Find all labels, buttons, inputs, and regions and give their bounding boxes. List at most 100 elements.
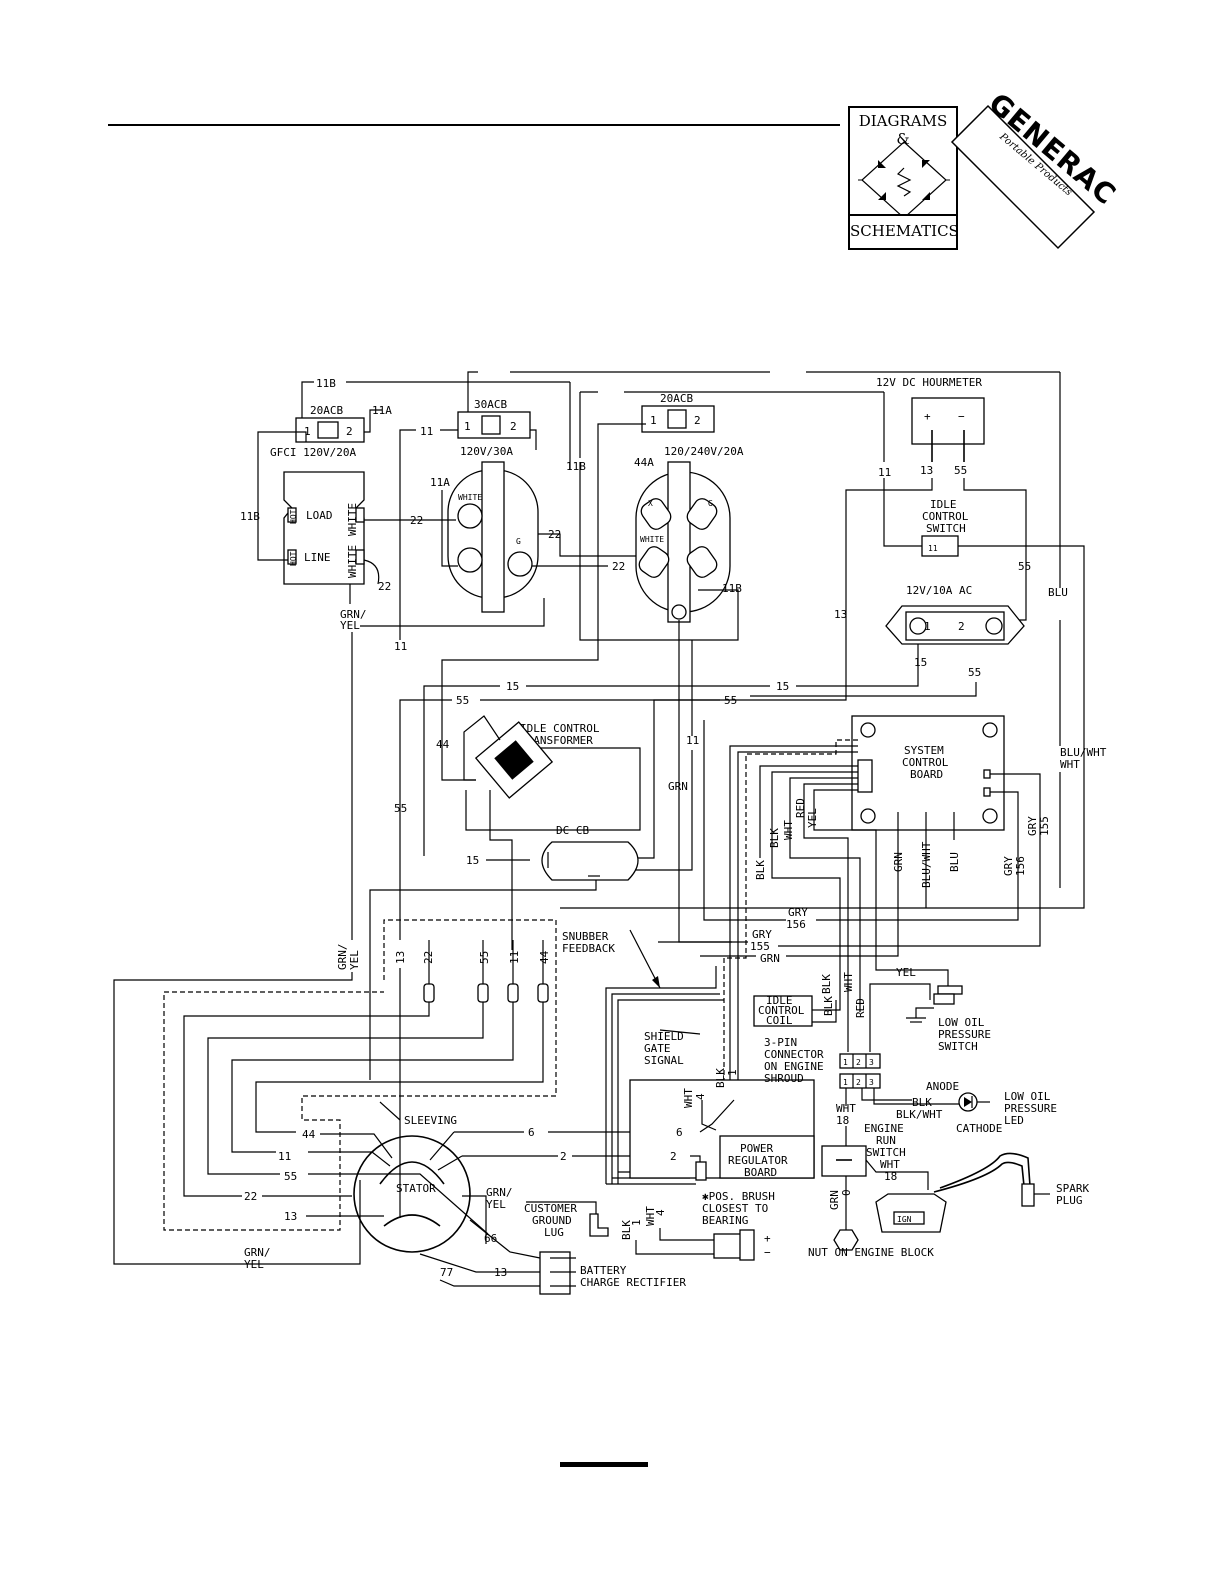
scb-gry: GRY (1026, 816, 1039, 836)
scb-bluwht: BLU/WHT (920, 841, 933, 888)
stator-77: 77 (440, 1266, 453, 1279)
wire-11b-top: 11B (316, 377, 336, 390)
wire-55-left: 55 (394, 802, 407, 815)
diagrams-schematics-logo: DIAGRAMS & SCHEMATICS (848, 106, 959, 250)
ers-wht: WHT (880, 1158, 900, 1171)
stator-label: STATOR (396, 1182, 436, 1195)
hourmeter-minus: − (958, 410, 965, 423)
system-control-board: SYSTEM CONTROL BOARD GRY 155 GRY 156 GRN… (723, 715, 1051, 1178)
wire-15-b: 15 (776, 680, 789, 693)
shield-3: SIGNAL (644, 1054, 684, 1067)
prb-3: BOARD (744, 1166, 777, 1179)
ers-3: SWITCH (866, 1146, 906, 1159)
icc-red: RED (854, 998, 867, 1018)
conn-18: 18 (836, 1114, 849, 1127)
cb-20a-right-label: 20ACB (660, 392, 693, 405)
header-rule (108, 124, 840, 126)
ics-3: SWITCH (926, 522, 966, 535)
led-anode: ANODE (926, 1080, 959, 1093)
cb-20a-right: 20ACB 1 2 44A 120/240V/20A (441, 392, 744, 750)
scb-155: 155 (1038, 816, 1051, 836)
icc-2: CONTROL (758, 1004, 805, 1017)
scb-red: RED (794, 798, 807, 818)
stator-grnyel-2b: YEL (486, 1198, 506, 1211)
top-wire-runs (301, 371, 1061, 640)
brush-blk-1: 1 (630, 1219, 643, 1226)
idle-control-switch: IDLE CONTROL SWITCH 11 55 BLU 13 (560, 478, 1085, 909)
scb-blk1: BLK (754, 860, 767, 880)
r30-white: WHITE (458, 493, 482, 502)
wire-grnyel-1: GRN/ (340, 608, 367, 621)
battery-charge-rectifier: BATTERY CHARGE RECTIFIER (539, 1251, 686, 1295)
ers-grn: GRN (828, 1190, 841, 1210)
wire-22-r30: 22 (548, 528, 561, 541)
ers-2: RUN (876, 1134, 896, 1147)
wire-13-bundle: 13 (394, 951, 407, 964)
icc-blk-b: BLK (822, 996, 835, 1016)
ics-1: IDLE (930, 498, 957, 511)
wire-grnyel-bundle-b: YEL (348, 950, 361, 970)
wire-11b-r240: 11B (722, 582, 742, 595)
dc-cb-label: DC CB (556, 824, 589, 837)
shield-2: GATE (644, 1042, 671, 1055)
brush-2: CLOSEST TO (702, 1202, 768, 1215)
ers-0: 0 (840, 1189, 853, 1196)
wire-11-hm: 11 (878, 466, 891, 479)
gfci-hot-load: HOT (289, 509, 298, 524)
gfci-white-line: WHITE (346, 545, 359, 578)
hm-wire-13: 13 (920, 464, 933, 477)
cb-30a-pin2: 2 (510, 420, 517, 433)
icc-wht: WHT (842, 972, 855, 992)
gfci-white-load: WHITE (346, 503, 359, 536)
wire-13-mid: 13 (834, 608, 847, 621)
customer-ground-lug: CUSTOMER GROUND LUG (524, 1202, 609, 1239)
brush-wht: WHT (644, 1206, 657, 1226)
wire-blu-right: BLU (1048, 586, 1068, 599)
wire-wht-label: WHT (1060, 758, 1080, 771)
ics-2: CONTROL (922, 510, 969, 523)
wire-11-right: 11 (686, 734, 699, 747)
recept-120-240-label: 120/240V/20A (664, 445, 744, 458)
cb-30a-pin1: 1 (464, 420, 471, 433)
r12v-label: 12V/10A AC (906, 584, 972, 597)
wire-grnyel-bundle: GRN/ (336, 944, 349, 971)
stator-2: 2 (560, 1150, 567, 1163)
stator-wire-bundle: 13 22 55 11 44 GRN/ YEL SLEEVING 44 11 5… (113, 919, 557, 1271)
stator-grnyel: GRN/ (244, 1246, 271, 1259)
scb-3: BOARD (910, 768, 943, 781)
prb-1w: 1 (726, 1069, 739, 1076)
hourmeter-label: 12V DC HOURMETER (876, 376, 982, 389)
gfci-load: LOAD (306, 509, 333, 522)
nut-label: NUT ON ENGINE BLOCK (808, 1246, 934, 1259)
wire-grnyel-1b: YEL (340, 619, 360, 632)
brush-1: ✱POS. BRUSH (702, 1190, 775, 1203)
sleeving-label: SLEEVING (404, 1114, 457, 1127)
wire-grn-mid: GRN (668, 780, 688, 793)
conn-top-1: 1 (843, 1058, 848, 1067)
wire-gry-155a: GRY (752, 928, 772, 941)
gfci-hot-line: HOT (289, 551, 298, 566)
spark-2: PLUG (1056, 1194, 1083, 1207)
ict-1: IDLE CONTROL (520, 722, 600, 735)
scb-wht: WHT (782, 820, 795, 840)
hourmeter-plus: + (924, 410, 931, 423)
wire-15-dccb: 15 (466, 854, 479, 867)
gfci-line: LINE (304, 551, 331, 564)
stator-55: 55 (284, 1170, 297, 1183)
power-regulator-board: POWER REGULATOR BOARD 6 2 WHT 4 BLK 1 ✱P… (620, 1068, 815, 1261)
conn-bot-2: 2 (856, 1078, 861, 1087)
r12v-55: 55 (968, 666, 981, 679)
cb-right-pin2: 2 (694, 414, 701, 427)
stator-66: 66 (484, 1232, 497, 1245)
brush-blk: BLK (620, 1220, 633, 1240)
prb-1: POWER (740, 1142, 773, 1155)
stator-13: 13 (284, 1210, 297, 1223)
lug-2: GROUND (532, 1214, 572, 1227)
conn-top-2: 2 (856, 1058, 861, 1067)
led-3: LED (1004, 1114, 1024, 1127)
icc-blk: BLK (820, 974, 833, 994)
ics-contacts: 11 (928, 544, 938, 553)
prb-6: 6 (676, 1126, 683, 1139)
ers-1: ENGINE (864, 1122, 904, 1135)
